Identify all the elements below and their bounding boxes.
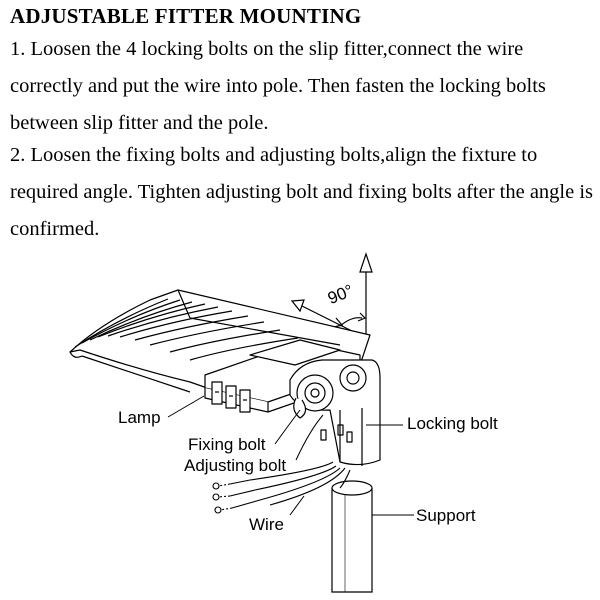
- angle-label: 90°: [325, 281, 356, 308]
- locking-bolt-icon: [320, 429, 327, 441]
- wire-end-icon: [214, 506, 222, 514]
- leader-lines: [167, 395, 414, 516]
- angle-arc-arrow-icon: [357, 312, 367, 322]
- wire-end-icon: [212, 493, 220, 501]
- tilted-arrowhead-icon: [290, 299, 305, 313]
- locking-bolt-icon: [346, 431, 353, 443]
- label-locking-bolt: Locking bolt: [407, 414, 498, 433]
- wire-end-icon: [212, 482, 220, 490]
- angle-arc-arrow-icon: [333, 317, 344, 328]
- label-fixing-bolt: Fixing bolt: [188, 435, 266, 454]
- vertical-arrowhead-icon: [359, 252, 373, 273]
- wire-bundle: [212, 461, 351, 514]
- mounting-diagram: 90°: [69, 252, 498, 593]
- label-support: Support: [416, 506, 476, 525]
- angle-arc: [339, 317, 363, 327]
- label-adjusting-bolt: Adjusting bolt: [184, 456, 286, 475]
- step-1-text: 1. Loosen the 4 locking bolts on the sli…: [10, 38, 546, 134]
- heat-sink-tab: [211, 381, 223, 405]
- step-2-text: 2. Loosen the fixing bolts and adjusting…: [10, 144, 594, 240]
- fixing-bolt-head: [293, 397, 307, 419]
- slip-fitter: [289, 359, 381, 466]
- support-pole: [331, 480, 373, 593]
- heat-sink-tab: [239, 389, 251, 413]
- label-wire: Wire: [249, 515, 284, 534]
- heat-sink-tab: [225, 385, 237, 409]
- page-title: ADJUSTABLE FITTER MOUNTING: [10, 4, 362, 28]
- label-lamp: Lamp: [118, 408, 161, 427]
